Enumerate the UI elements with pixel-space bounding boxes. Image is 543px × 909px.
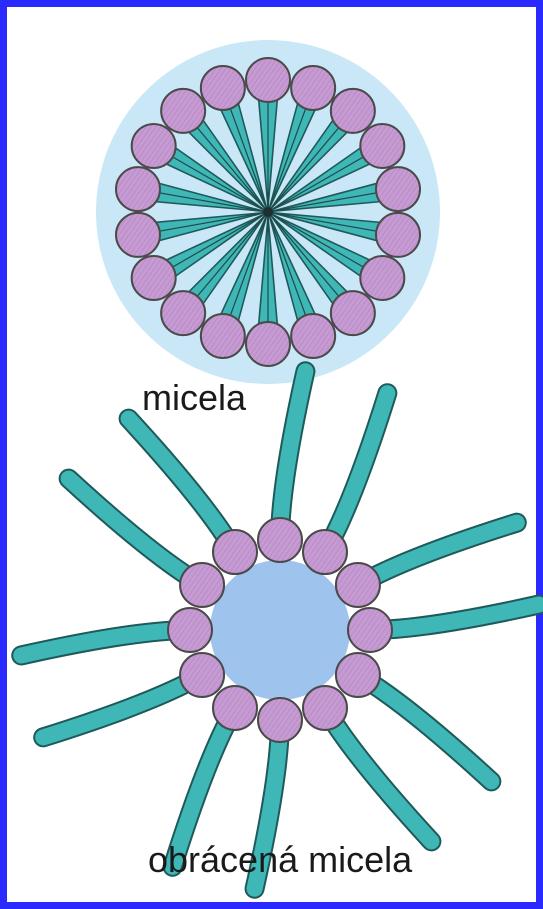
reverse-head [336, 653, 380, 697]
reverse-micelle-core [210, 560, 350, 700]
micelle-head [161, 89, 205, 133]
reverse-tail [21, 630, 190, 655]
reverse-tail [370, 605, 539, 630]
micelle-head [331, 291, 375, 335]
reverse-head [336, 563, 380, 607]
micelle-head [246, 322, 290, 366]
reverse-head [258, 518, 302, 562]
micelle-head [201, 314, 245, 358]
micelle-head [201, 66, 245, 110]
micelle-head [246, 58, 290, 102]
micelle-head [291, 66, 335, 110]
micelle-head [360, 256, 404, 300]
reverse-head [303, 686, 347, 730]
micelle-head [132, 124, 176, 168]
reverse-head [258, 698, 302, 742]
reverse-micelle [21, 371, 539, 889]
micelle-label: micela [142, 378, 246, 418]
micelle-head [291, 314, 335, 358]
micelle-head [116, 167, 160, 211]
micelle-center [263, 207, 273, 217]
reverse-micelle-label: obrácená micela [148, 840, 412, 880]
reverse-head [180, 563, 224, 607]
reverse-tail [325, 393, 387, 552]
micelle-head [132, 256, 176, 300]
micelle-head [161, 291, 205, 335]
reverse-head [303, 530, 347, 574]
micelle-head [116, 213, 160, 257]
reverse-head [213, 530, 257, 574]
micelle-head [331, 89, 375, 133]
reverse-tail [280, 371, 305, 540]
reverse-tail [358, 523, 517, 585]
micelle-head [376, 213, 420, 257]
reverse-head [348, 608, 392, 652]
micelle-head [376, 167, 420, 211]
micelle [96, 40, 440, 384]
reverse-head [168, 608, 212, 652]
reverse-head [213, 686, 257, 730]
reverse-head [180, 653, 224, 697]
reverse-tail [43, 675, 202, 737]
micelle-head [360, 124, 404, 168]
